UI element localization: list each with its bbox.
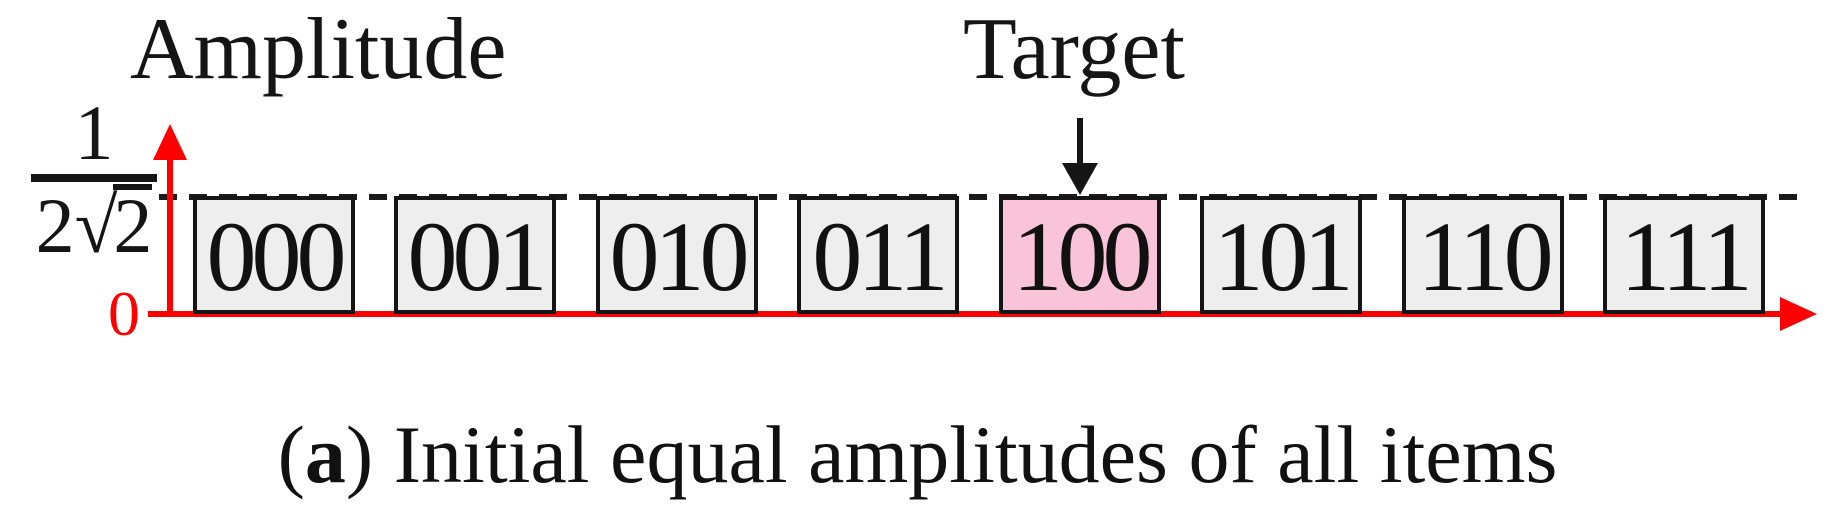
bar-101: 101 bbox=[1200, 196, 1362, 314]
denominator-coefficient: 2 bbox=[35, 182, 75, 270]
fraction-denominator: 2√2 bbox=[36, 184, 153, 265]
bar-label-111: 111 bbox=[1620, 201, 1753, 312]
caption-text: ) Initial equal amplitudes of all items bbox=[345, 409, 1558, 500]
fraction-numerator: 1 bbox=[74, 89, 114, 176]
bar-000: 000 bbox=[193, 196, 355, 314]
radicand: 2 bbox=[113, 182, 153, 270]
bar-label-001: 001 bbox=[407, 201, 548, 312]
target-arrow-down-icon bbox=[1062, 163, 1098, 195]
bar-label-011: 011 bbox=[812, 201, 948, 312]
x-axis-line bbox=[148, 311, 1784, 317]
bar-110: 110 bbox=[1402, 196, 1564, 314]
caption-open-paren: ( bbox=[277, 409, 305, 500]
bar-011: 011 bbox=[797, 196, 959, 314]
y-axis-arrow-up-icon bbox=[153, 124, 187, 160]
bar-label-000: 000 bbox=[206, 201, 347, 312]
target-arrow-line bbox=[1077, 118, 1083, 168]
y-axis-line bbox=[167, 150, 173, 315]
target-annotation-label: Target bbox=[963, 1, 1185, 98]
bar-100-target: 100 bbox=[999, 196, 1161, 314]
x-axis-arrow-right-icon bbox=[1780, 297, 1817, 331]
bar-111: 111 bbox=[1603, 196, 1765, 314]
caption-index: a bbox=[304, 409, 346, 500]
bar-010: 010 bbox=[596, 196, 758, 314]
radical-sign: √ bbox=[74, 182, 118, 270]
bar-label-110: 110 bbox=[1417, 201, 1553, 312]
bar-001: 001 bbox=[394, 196, 556, 314]
amplitude-reference-dashed-line bbox=[159, 194, 1805, 200]
y-axis-title: Amplitude bbox=[130, 1, 507, 98]
bar-label-101: 101 bbox=[1213, 201, 1354, 312]
figure-caption: (a) Initial equal amplitudes of all item… bbox=[0, 408, 1835, 502]
y-max-tick-label: 1 2√2 bbox=[24, 89, 164, 265]
bar-label-100: 100 bbox=[1012, 201, 1153, 312]
origin-tick-label: 0 bbox=[108, 278, 140, 349]
bar-label-010: 010 bbox=[609, 201, 750, 312]
fraction-bar bbox=[31, 174, 157, 183]
